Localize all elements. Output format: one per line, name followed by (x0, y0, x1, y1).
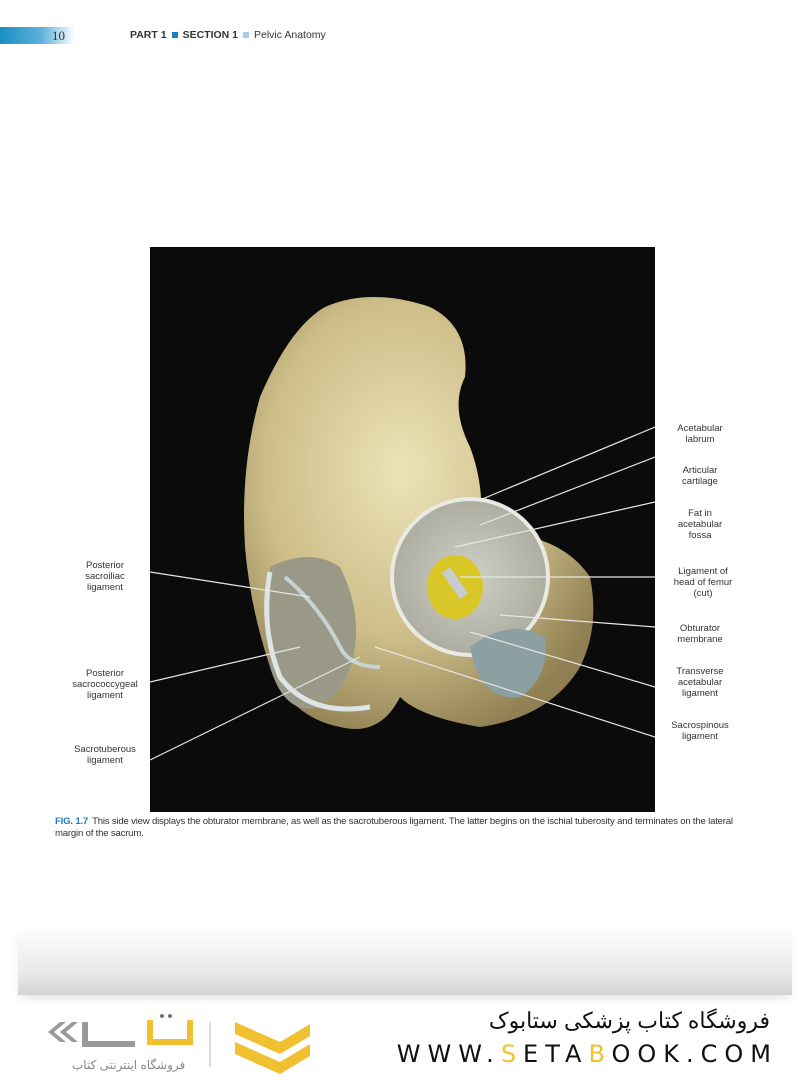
chevron-left-icon (48, 1022, 78, 1042)
header-accent-bar (0, 27, 75, 44)
store-url: WWW.SETABOOK.COM (396, 1040, 778, 1068)
logo-subtitle: فروشگاه اینترنتی کتاب (72, 1058, 186, 1072)
figure-id: FIG. 1.7 (55, 816, 89, 827)
square-bullet-icon (243, 32, 249, 38)
footer-shade (18, 925, 792, 995)
shield-chevron-icon (235, 1022, 310, 1074)
store-name: فروشگاه کتاب پزشکی ستابوک (488, 1008, 770, 1033)
running-head: PART 1 SECTION 1 Pelvic Anatomy (130, 29, 326, 41)
anatomy-figure (150, 247, 655, 812)
square-bullet-icon (171, 32, 178, 38)
part-label: PART 1 (130, 29, 167, 41)
topic-label: Pelvic Anatomy (254, 29, 326, 41)
setabook-logo (48, 1014, 310, 1074)
section-label: SECTION 1 (182, 29, 238, 41)
caption-text: This side view displays the obturator me… (55, 816, 733, 839)
hip-bone-illustration (150, 297, 655, 761)
page-number: 10 (52, 28, 65, 43)
